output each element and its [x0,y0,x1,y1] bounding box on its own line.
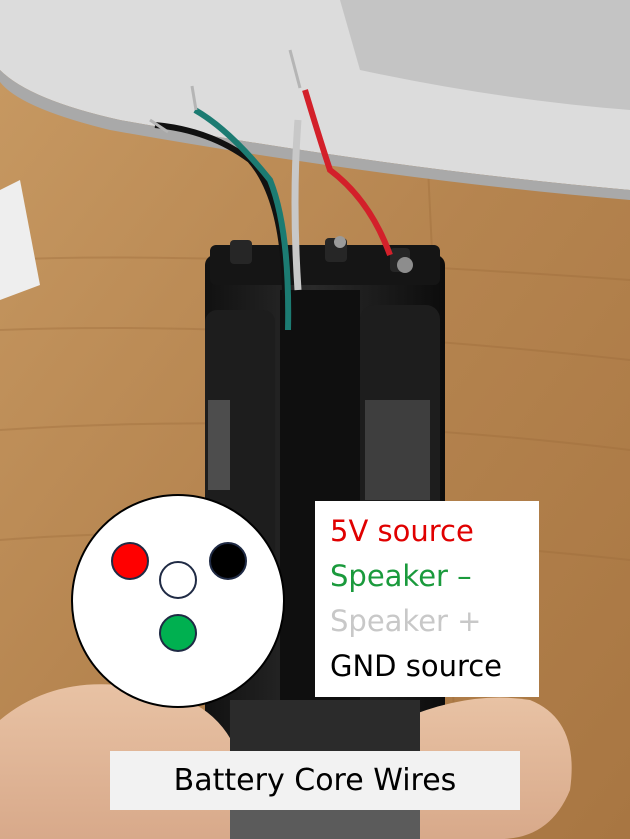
connector-dot-black [209,542,247,580]
caption-box: Battery Core Wires [110,751,520,810]
connector-outline [71,494,285,708]
legend-5v-source: 5V source [330,514,474,548]
connector-diagram [71,494,285,708]
connector-dot-red [111,542,149,580]
legend-gnd-source: GND source [330,649,503,683]
wire-legend: 5V source Speaker – Speaker + GND source [315,501,539,697]
connector-dot-green [159,614,197,652]
caption-text: Battery Core Wires [173,763,457,798]
legend-speaker-plus: Speaker + [330,604,482,638]
legend-speaker-minus: Speaker – [330,559,472,593]
connector-dot-white [159,561,197,599]
